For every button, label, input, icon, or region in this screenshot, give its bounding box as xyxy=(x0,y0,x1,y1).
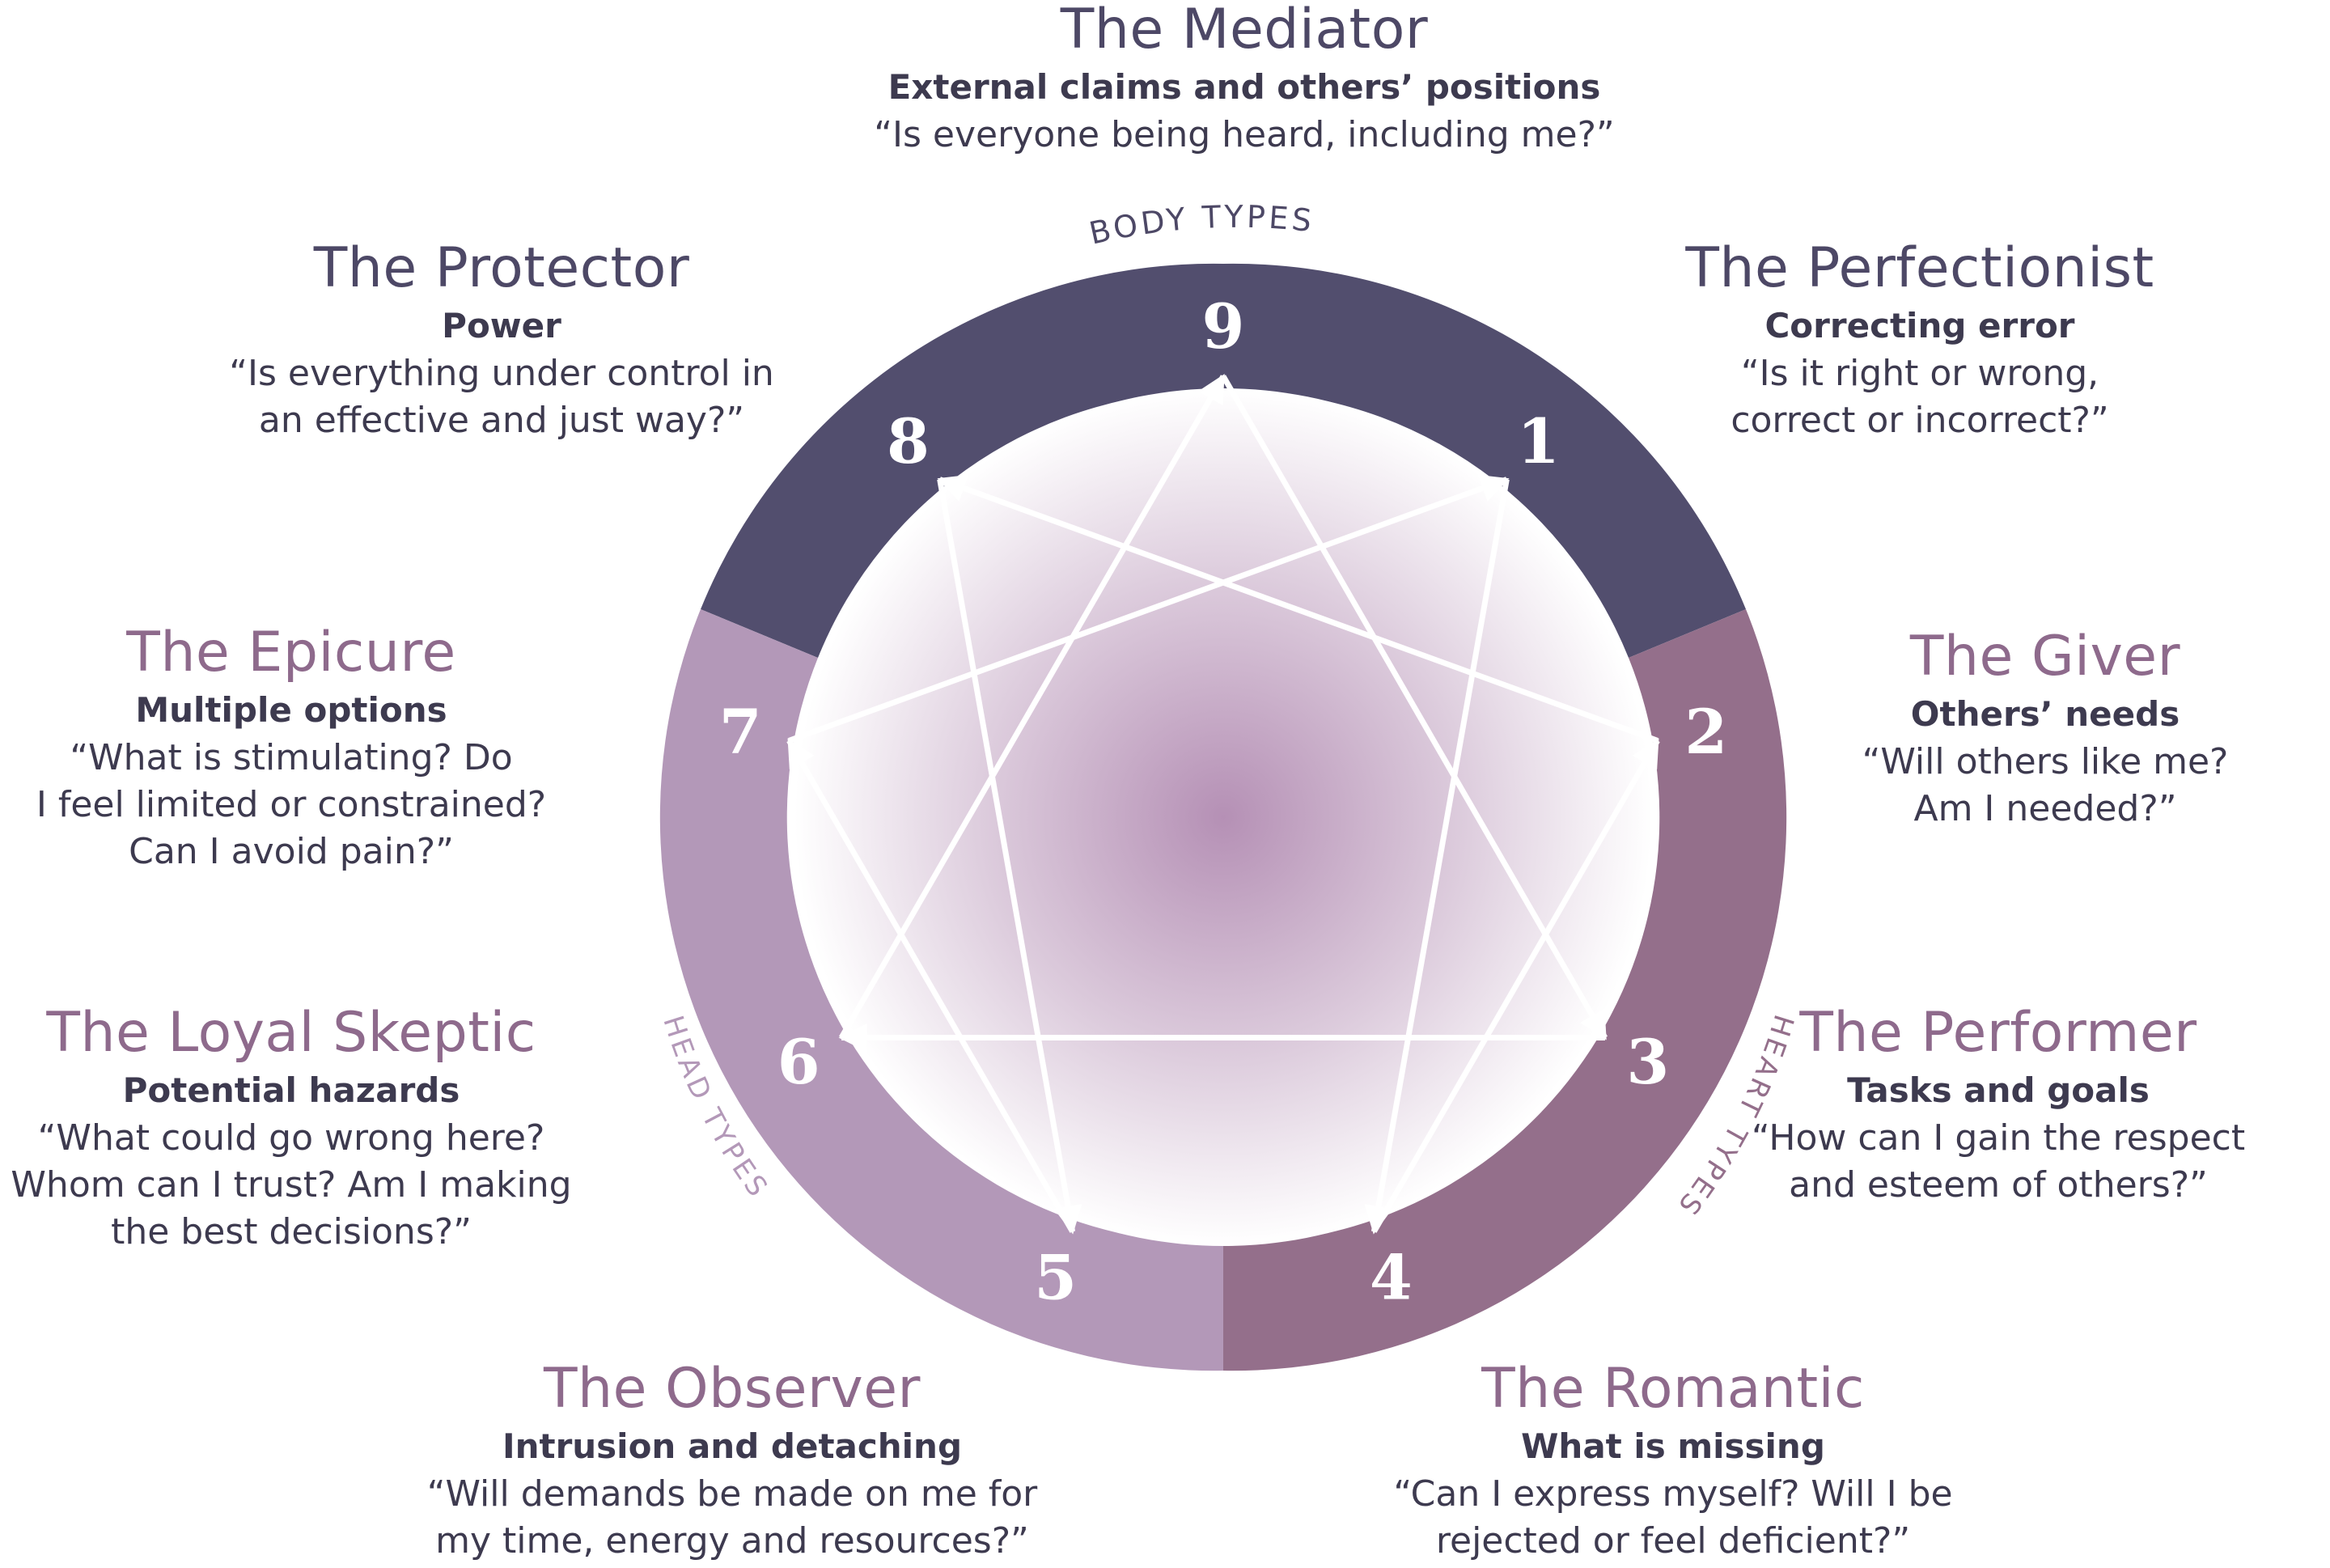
type-title-observer: The Observer xyxy=(543,1357,921,1421)
type-question-protector: “Is everything under control in an effec… xyxy=(229,352,774,441)
type-focus-epicure: Multiple options xyxy=(135,689,447,730)
type-block-perfectionist: The Perfectionist Correcting error “Is i… xyxy=(1515,236,2324,444)
type-number-4: 4 xyxy=(1370,1241,1413,1313)
arrow-5-to-7 xyxy=(786,738,1075,1233)
type-title-performer: The Performer xyxy=(1799,1001,2197,1065)
type-focus-observer: Intrusion and detaching xyxy=(502,1426,963,1466)
type-title-giver: The Giver xyxy=(1909,625,2181,689)
type-number-2: 2 xyxy=(1684,696,1727,768)
arrow-7-to-1 xyxy=(788,474,1510,744)
type-number-3: 3 xyxy=(1626,1026,1669,1098)
type-number-6: 6 xyxy=(777,1026,820,1098)
type-question-performer: “How can I gain the respect and esteem o… xyxy=(1751,1117,2246,1206)
type-number-9: 9 xyxy=(1202,290,1245,362)
type-title-mediator: The Mediator xyxy=(1060,0,1429,61)
type-title-loyal-skeptic: The Loyal Skeptic xyxy=(46,1001,536,1065)
type-numbers: 1 2 3 4 5 6 7 8 9 xyxy=(719,290,1727,1313)
arrow-6-to-9 xyxy=(838,373,1226,1040)
type-block-epicure: The Epicure Multiple options “What is st… xyxy=(0,621,582,875)
type-focus-giver: Others’ needs xyxy=(1910,693,2180,734)
arrow-9-to-3 xyxy=(1220,375,1608,1040)
type-number-7: 7 xyxy=(719,696,762,768)
type-number-1: 1 xyxy=(1517,405,1560,477)
body-types-band xyxy=(701,263,1746,658)
type-question-perfectionist: “Is it right or wrong, correct or incorr… xyxy=(1731,352,2109,441)
body-types-label: BODY TYPES xyxy=(1086,199,1316,252)
type-question-romantic: “Can I express myself? Will I be rejecte… xyxy=(1393,1473,1953,1562)
type-title-perfectionist: The Perfectionist xyxy=(1685,236,2154,300)
arrow-8-to-5 xyxy=(937,478,1082,1235)
head-types-band xyxy=(659,609,1223,1371)
type-title-protector: The Protector xyxy=(313,236,690,300)
type-block-performer: The Performer Tasks and goals “How can I… xyxy=(1675,1001,2322,1209)
type-title-romantic: The Romantic xyxy=(1481,1357,1865,1421)
arrow-2-to-8 xyxy=(937,474,1659,744)
type-question-loyal-skeptic: “What could go wrong here? Whom can I tr… xyxy=(11,1117,572,1252)
type-number-8: 8 xyxy=(887,405,930,477)
enneagram-lines xyxy=(786,373,1660,1235)
type-title-epicure: The Epicure xyxy=(126,621,456,684)
type-block-loyal-skeptic: The Loyal Skeptic Potential hazards “Wha… xyxy=(0,1001,582,1256)
type-focus-performer: Tasks and goals xyxy=(1847,1070,2150,1110)
arrow-1-to-4 xyxy=(1364,478,1510,1235)
heart-types-band xyxy=(1223,609,1787,1371)
type-number-5: 5 xyxy=(1034,1241,1077,1313)
type-focus-loyal-skeptic: Potential hazards xyxy=(122,1070,460,1110)
type-focus-protector: Power xyxy=(442,305,561,345)
type-block-giver: The Giver Others’ needs “Will others lik… xyxy=(1641,625,2330,833)
arrow-4-to-2 xyxy=(1371,738,1660,1233)
type-block-protector: The Protector Power “Is everything under… xyxy=(97,236,906,444)
type-question-epicure: “What is stimulating? Do I feel limited … xyxy=(36,736,547,872)
type-focus-romantic: What is missing xyxy=(1521,1426,1825,1466)
type-question-observer: “Will demands be made on me for my time,… xyxy=(426,1473,1038,1562)
type-question-mediator: “Is everyone being heard, including me?” xyxy=(874,113,1615,155)
type-focus-perfectionist: Correcting error xyxy=(1764,305,2075,345)
type-block-romantic: The Romantic What is missing “Can I expr… xyxy=(1269,1357,2078,1565)
type-question-giver: “Will others like me? Am I needed?” xyxy=(1862,740,2229,829)
type-block-mediator: The Mediator External claims and others’… xyxy=(840,0,1649,159)
type-focus-mediator: External claims and others’ positions xyxy=(888,66,1601,107)
type-block-observer: The Observer Intrusion and detaching “Wi… xyxy=(328,1357,1137,1565)
inner-core xyxy=(794,388,1652,1246)
